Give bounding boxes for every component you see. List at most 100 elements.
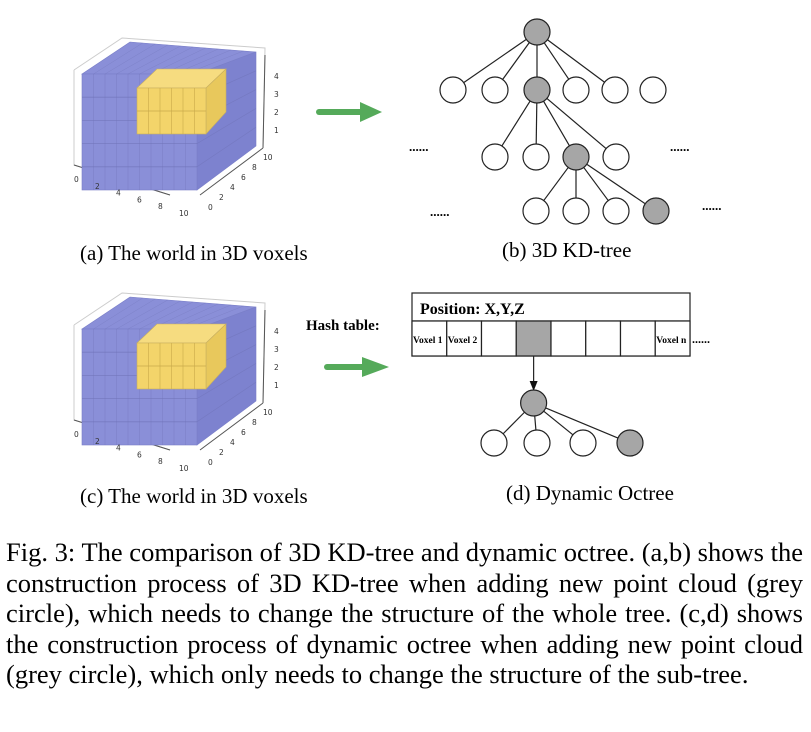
subcaption-d: (d) Dynamic Octree [506,481,674,505]
tree-edge [463,38,527,84]
y-tick-label: 8 [252,163,257,172]
subcaption-b: (b) 3D KD-tree [502,238,632,262]
tree-node [481,143,509,171]
y-tick-label: 0 [208,203,213,212]
tree-edge [543,42,570,80]
subcaption-a: (a) The world in 3D voxels [80,241,308,265]
tree-edge [543,167,569,201]
ellipsis: ...... [670,139,690,154]
tree-node [522,197,550,225]
y-tick-label: 6 [241,428,246,437]
grey-node [642,197,670,225]
grey-node [523,18,551,46]
z-axis-line [262,309,266,404]
voxel-grid-line [127,300,181,330]
voxel-grid-line [196,363,257,399]
hash-cell-label: Voxel n [656,336,687,346]
tree-node [523,429,551,457]
dynamic-octree-diagram: Position: X,Y,Z Voxel 1 Voxel 2 Voxel n....… [411,292,710,457]
tree-node [601,76,629,104]
tree-edge [546,97,607,150]
tree-node [602,143,630,171]
kd-tree-diagram: ........................ [409,18,722,225]
hash-cell [619,320,656,357]
tree-edge [543,410,574,436]
y-tick-label: 4 [230,183,235,192]
hash-cell [515,320,552,357]
x-tick-label: 4 [116,189,121,198]
ellipsis: ...... [409,139,429,154]
tree-node [439,76,467,104]
tree-node [562,76,590,104]
y-tick-label: 0 [208,458,213,467]
tree-node [480,429,508,457]
x-tick-label: 6 [137,195,142,204]
z-tick-label: 3 [274,345,279,354]
tree-edge [543,100,570,147]
figure-caption: Fig. 3: The comparison of 3D KD-tree and… [6,537,803,689]
hash-cell [550,320,587,357]
x-tick-label: 10 [179,464,189,473]
voxel-grid-line [104,298,156,330]
x-tick-label: 0 [74,175,79,184]
tree-node [602,197,630,225]
y-tick-label: 2 [219,193,224,202]
z-tick-label: 2 [274,363,279,372]
z-tick-label: 1 [274,381,279,390]
voxel-grid-line [196,381,257,423]
ellipsis: ...... [692,332,710,346]
y-tick-label: 10 [263,153,273,162]
tree-edge [586,163,646,205]
tree-edge [534,415,537,431]
hash-table-header: Position: X,Y,Z [420,301,525,318]
voxel-grid-line [93,42,143,75]
y-tick-label: 8 [252,418,257,427]
voxel-grid-line [116,44,168,75]
grey-node [616,429,644,457]
green-arrow-icon [316,102,382,122]
tree-edge [583,167,609,201]
y-tick-label: 2 [219,448,224,457]
grey-node [520,389,548,417]
tree-node [522,143,550,171]
tree-node [562,197,590,225]
tree-edge [502,42,530,80]
hash-cell-label: Voxel 2 [448,336,478,346]
tree-node [639,76,667,104]
x-tick-label: 2 [95,437,100,446]
x-tick-label: 0 [74,430,79,439]
voxel-grid-line [93,297,143,330]
x-tick-label: 2 [95,182,100,191]
hash-cell-label: Voxel 1 [413,336,443,346]
voxel-grid-line [139,46,194,75]
y-tick-label: 10 [263,408,273,417]
voxel-grid-line [196,108,257,144]
x-tick-label: 8 [158,457,163,466]
z-tick-label: 4 [274,327,279,336]
x-tick-label: 4 [116,444,121,453]
tree-node [481,76,509,104]
voxel-grid-line [127,45,181,75]
hash-cell [654,320,691,357]
hash-cell [585,320,622,357]
x-tick-label: 10 [179,209,189,218]
grey-node [562,143,590,171]
hash-cell [480,320,517,357]
tree-edge [501,100,531,147]
z-tick-label: 3 [274,90,279,99]
tree-edge [535,102,538,145]
y-tick-label: 6 [241,173,246,182]
ellipsis: ...... [430,204,450,219]
y-tick-label: 4 [230,438,235,447]
voxel-grid-line [116,299,168,330]
x-tick-label: 8 [158,202,163,211]
voxel-grid-line [196,126,257,168]
voxel-grid-line [139,301,194,330]
z-tick-label: 2 [274,108,279,117]
voxel-grid-line [104,43,156,75]
subcaption-c: (c) The world in 3D voxels [80,484,308,508]
tree-node [569,429,597,457]
ellipsis: ...... [702,198,722,213]
z-axis-line [262,54,266,149]
x-tick-label: 6 [137,450,142,459]
